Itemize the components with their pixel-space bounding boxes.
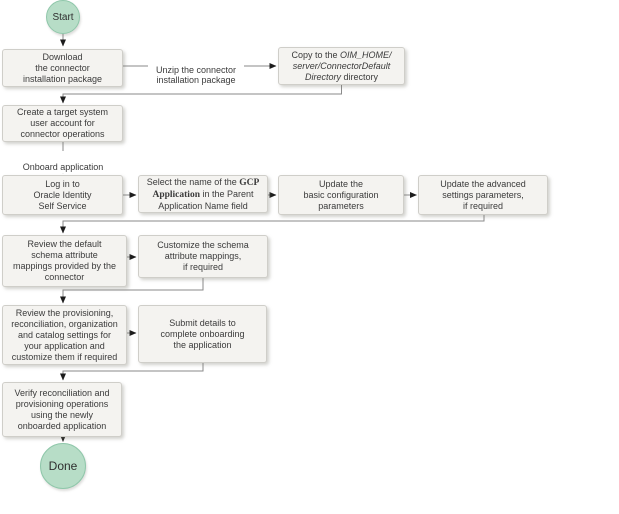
done-label: Done	[48, 459, 78, 473]
node-review-provisioning-settings: Review the provisioning, reconciliation,…	[2, 305, 127, 365]
start-terminal: Start	[46, 0, 80, 34]
node-review-schema-mappings: Review the default schema attribute mapp…	[2, 235, 127, 287]
start-label: Start	[52, 11, 74, 23]
node-label: Review the provisioning, reconciliation,…	[11, 307, 118, 362]
node-create-user-account: Create a target system user account for …	[2, 105, 123, 142]
node-customize-schema-mappings: Customize the schema attribute mappings,…	[138, 235, 268, 278]
node-label: Download the connector installation pack…	[22, 51, 103, 84]
connector-customize-reviewsettings	[60, 278, 204, 304]
select-prefix: Select the name of the	[146, 176, 240, 187]
node-label: Copy to the OIM_HOME/ server/ConnectorDe…	[291, 50, 391, 83]
node-label: Log in to Oracle Identity Self Service	[33, 178, 92, 211]
connector-copy-create	[60, 85, 342, 104]
copy-suffix: directory	[340, 71, 378, 82]
copy-prefix: Copy to the	[291, 49, 340, 60]
node-label: Select the name of the GCP Application i…	[147, 177, 260, 212]
node-download-package: Download the connector installation pack…	[2, 49, 123, 87]
node-label: Submit details to complete onboarding th…	[160, 317, 245, 350]
node-label: Update the advanced settings parameters,…	[440, 178, 526, 211]
node-label: Customize the schema attribute mappings,…	[157, 240, 249, 272]
node-verify-operations: Verify reconciliation and provisioning o…	[2, 382, 122, 437]
edge-label-onboard: Onboard application	[18, 151, 108, 173]
node-update-basic-config: Update the basic configuration parameter…	[278, 175, 404, 215]
node-label: Review the default schema attribute mapp…	[12, 239, 117, 282]
node-copy-oim-home: Copy to the OIM_HOME/ server/ConnectorDe…	[278, 47, 405, 85]
edge-label-unzip: Unzip the connector installation package	[148, 54, 244, 86]
node-label: Update the basic configuration parameter…	[303, 178, 379, 211]
done-terminal: Done	[40, 443, 86, 489]
node-login-self-service: Log in to Oracle Identity Self Service	[2, 175, 123, 215]
connector-submit-verify	[60, 363, 204, 381]
edge-label-text: Unzip the connector installation package	[155, 65, 237, 85]
copy-path: OIM_HOME/ server/ConnectorDefault Direct…	[292, 49, 392, 82]
node-update-advanced-settings: Update the advanced settings parameters,…	[418, 175, 548, 215]
connector-advanced-reviewschema	[60, 215, 485, 234]
select-suffix: in the Parent Application Name field	[158, 188, 254, 211]
node-select-application: Select the name of the GCP Application i…	[138, 175, 268, 213]
node-label: Verify reconciliation and provisioning o…	[14, 387, 110, 431]
node-submit-details: Submit details to complete onboarding th…	[138, 305, 267, 363]
select-app-name: GCP Application	[152, 177, 260, 200]
node-label: Create a target system user account for …	[16, 107, 109, 139]
edge-label-text: Onboard application	[22, 162, 104, 172]
